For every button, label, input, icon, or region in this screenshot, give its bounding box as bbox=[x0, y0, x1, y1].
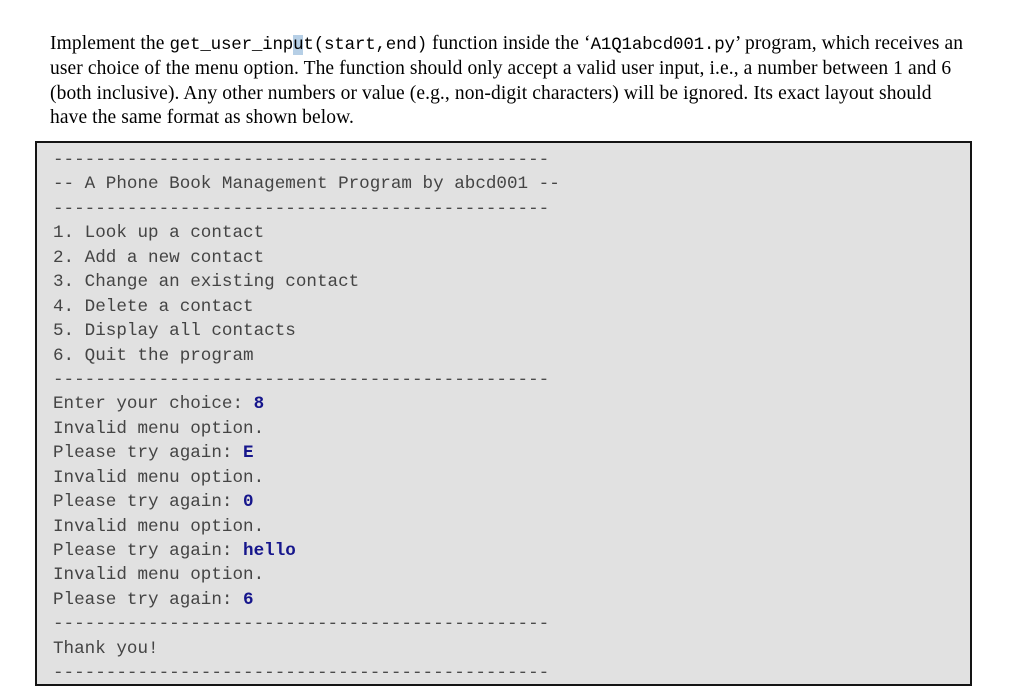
menu-item-label: 1. Look up a contact bbox=[53, 223, 265, 244]
menu-item: 2. Add a new contact bbox=[53, 246, 560, 270]
user-input-value: hello bbox=[243, 541, 296, 561]
prompt-text: Invalid menu option. bbox=[53, 418, 265, 439]
menu-item-label: 6. Quit the program bbox=[53, 345, 254, 366]
console-separator: ----------------------------------------… bbox=[53, 368, 560, 392]
question-paragraph: Implement the get_user_input(start,end) … bbox=[50, 32, 972, 131]
paragraph-text: function inside the ‘ bbox=[427, 32, 591, 54]
separator-rule: ----------------------------------------… bbox=[53, 150, 550, 170]
transcript-line: Invalid menu option. bbox=[53, 466, 560, 490]
separator-rule: ----------------------------------------… bbox=[53, 614, 550, 635]
console-separator: ----------------------------------------… bbox=[53, 612, 560, 636]
transcript-line: Please try again: 0 bbox=[53, 490, 560, 514]
menu-item: 4. Delete a contact bbox=[53, 295, 560, 319]
paragraph-text: Implement the bbox=[50, 32, 170, 54]
console-title: -- A Phone Book Management Program by ab… bbox=[53, 172, 560, 196]
user-input-value: 6 bbox=[243, 589, 254, 610]
code-span: t(start,end) bbox=[303, 34, 428, 55]
menu-item-label: 5. Display all contacts bbox=[53, 321, 296, 342]
console-separator: ----------------------------------------… bbox=[53, 148, 560, 172]
separator-rule: ----------------------------------------… bbox=[53, 663, 550, 684]
prompt-text: Please try again: bbox=[53, 541, 244, 561]
code-span: get_user_inp bbox=[169, 34, 294, 55]
menu-item: 3. Change an existing contact bbox=[53, 270, 560, 294]
program-title: -- A Phone Book Management Program by ab… bbox=[53, 174, 560, 195]
user-input-value: E bbox=[243, 443, 254, 464]
menu-item-label: 4. Delete a contact bbox=[53, 296, 254, 317]
separator-rule: ----------------------------------------… bbox=[53, 198, 550, 219]
prompt-text: Invalid menu option. bbox=[53, 467, 265, 488]
transcript-line: Invalid menu option. bbox=[53, 515, 560, 539]
menu-item: 5. Display all contacts bbox=[53, 319, 560, 343]
transcript-line: Please try again: 6 bbox=[53, 588, 560, 612]
user-input-value: 8 bbox=[253, 394, 265, 415]
prompt-text: Enter your choice: bbox=[53, 394, 254, 415]
menu-item-label: 2. Add a new contact bbox=[53, 247, 265, 268]
prompt-text: Please try again: bbox=[53, 443, 244, 464]
prompt-text: Invalid menu option. bbox=[53, 516, 265, 537]
user-input-value: 0 bbox=[243, 492, 254, 513]
console-output-text: ----------------------------------------… bbox=[53, 148, 560, 684]
paragraph-text: ’ program, which receives an user choice… bbox=[50, 32, 964, 129]
prompt-text: Invalid menu option. bbox=[53, 565, 265, 586]
farewell-line: Thank you! bbox=[53, 637, 560, 661]
console-output-box: ----------------------------------------… bbox=[35, 141, 972, 686]
farewell-text: Thank you! bbox=[53, 638, 159, 659]
transcript-line: Enter your choice: 8 bbox=[53, 392, 560, 416]
transcript-line: Please try again: E bbox=[53, 441, 560, 465]
console-separator: ----------------------------------------… bbox=[53, 661, 560, 684]
prompt-text: Please try again: bbox=[53, 589, 244, 610]
transcript-line: Please try again: hello bbox=[53, 539, 560, 563]
code-span: A1Q1abcd001.py bbox=[590, 34, 735, 55]
transcript-line: Invalid menu option. bbox=[53, 417, 560, 441]
menu-item: 1. Look up a contact bbox=[53, 221, 560, 245]
prompt-text: Please try again: bbox=[53, 492, 244, 513]
transcript-line: Invalid menu option. bbox=[53, 563, 560, 587]
separator-rule: ----------------------------------------… bbox=[53, 369, 550, 390]
selected-text-highlight: u bbox=[293, 34, 304, 55]
menu-item: 6. Quit the program bbox=[53, 344, 560, 368]
menu-item-label: 3. Change an existing contact bbox=[53, 272, 360, 293]
console-separator: ----------------------------------------… bbox=[53, 197, 560, 221]
